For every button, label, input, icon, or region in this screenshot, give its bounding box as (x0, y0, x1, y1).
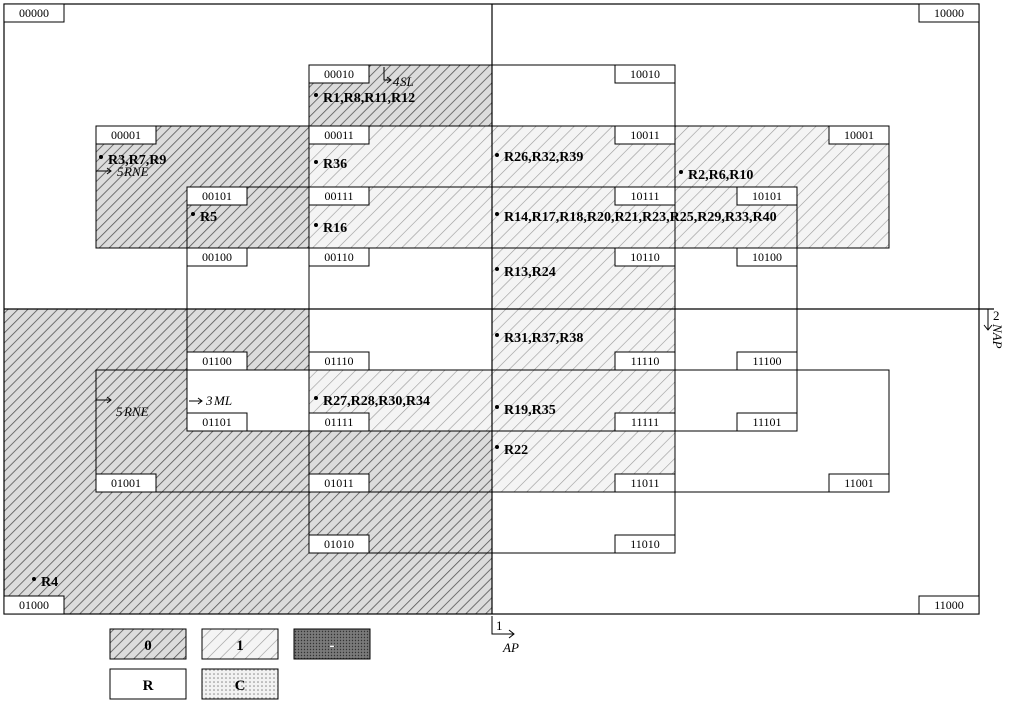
cell-code: 10011 (630, 128, 660, 142)
cell-code: 11000 (934, 598, 964, 612)
map-frame (3, 3, 994, 615)
ap-axis-number: 1 (496, 618, 503, 633)
cell-code: 10000 (934, 6, 964, 20)
ap-axis-label: AP (502, 640, 519, 655)
ml-axis-label: ML (213, 393, 232, 408)
sl-axis-label: SL (400, 74, 414, 89)
cell-codes (3, 3, 980, 615)
rule-label: R1,R8,R11,R12 (323, 91, 415, 106)
cell-code: 10111 (630, 189, 659, 203)
cell-code: 10001 (844, 128, 874, 142)
legend-r-label: R (143, 678, 154, 694)
cell-code: 11101 (752, 415, 781, 429)
rule-label: R2,R6,R10 (688, 168, 753, 183)
cell-code: 11001 (844, 476, 874, 490)
rule-markers (32, 93, 683, 581)
legend-one-label: 1 (236, 638, 244, 654)
nap-axis-label: NAP (990, 323, 1005, 349)
cell-code: 00001 (111, 128, 141, 142)
cell-code: 01110 (324, 354, 353, 368)
cell-code: 11011 (630, 476, 659, 490)
legend-dash-swatch (293, 628, 371, 660)
cell-code: 00101 (202, 189, 232, 203)
cell-code: 01111 (325, 415, 354, 429)
rne-axis-label: RNE (123, 164, 149, 179)
cell-code: 00110 (324, 250, 354, 264)
cell-code: 11111 (631, 415, 659, 429)
rule-label: R14,R17,R18,R20,R21,R23,R25,R29,R33,R40 (504, 210, 777, 225)
legend (109, 628, 371, 700)
cell-code: 01011 (324, 476, 354, 490)
rule-label: R5 (200, 210, 217, 225)
rule-label: R31,R37,R38 (504, 331, 583, 346)
rule-label: R36 (323, 157, 347, 172)
cell-code: 10100 (752, 250, 782, 264)
cell-code: 01000 (19, 598, 49, 612)
cell-code: 00011 (324, 128, 354, 142)
legend-zero-label: 0 (144, 638, 152, 654)
rule-label: R22 (504, 443, 528, 458)
sl-axis-number: 4 (393, 74, 400, 89)
cell-code: 10101 (752, 189, 782, 203)
region-fills (4, 65, 889, 614)
cell-code: 00000 (19, 6, 49, 20)
legend-c-swatch (201, 668, 279, 700)
rule-label: R16 (323, 221, 347, 236)
cell-code: 11100 (752, 354, 781, 368)
rne-axis-number: 5 (116, 404, 123, 419)
cell-code: 01100 (202, 354, 232, 368)
rule-label: R3,R7,R9 (108, 153, 166, 168)
nap-axis-number: 2 (993, 308, 1000, 323)
cell-code: 00100 (202, 250, 232, 264)
rule-label: R4 (41, 575, 58, 590)
cell-code: 10010 (630, 67, 660, 81)
legend-r-swatch (109, 668, 187, 700)
cell-code: 11010 (630, 537, 660, 551)
legend-dash-label: - (330, 638, 335, 654)
rule-label: R13,R24 (504, 265, 556, 280)
rule-label: R27,R28,R30,R34 (323, 394, 430, 409)
cell-code: 01010 (324, 537, 354, 551)
rule-label: R19,R35 (504, 403, 556, 418)
cell-code: 00010 (324, 67, 354, 81)
ml-axis-number: 3 (205, 393, 213, 408)
rule-label: R26,R32,R39 (504, 150, 583, 165)
cell-code: 01001 (111, 476, 141, 490)
cell-code: 00111 (324, 189, 353, 203)
legend-c-label: C (235, 678, 246, 694)
cell-code: 10110 (630, 250, 660, 264)
legend-zero-swatch (109, 628, 187, 660)
rne-axis-number: 5 (117, 164, 124, 179)
rne-axis-label: RNE (123, 404, 149, 419)
cell-code: 01101 (202, 415, 232, 429)
axis-arrows (96, 67, 993, 639)
cell-code: 11110 (631, 354, 660, 368)
legend-one-swatch (201, 628, 279, 660)
